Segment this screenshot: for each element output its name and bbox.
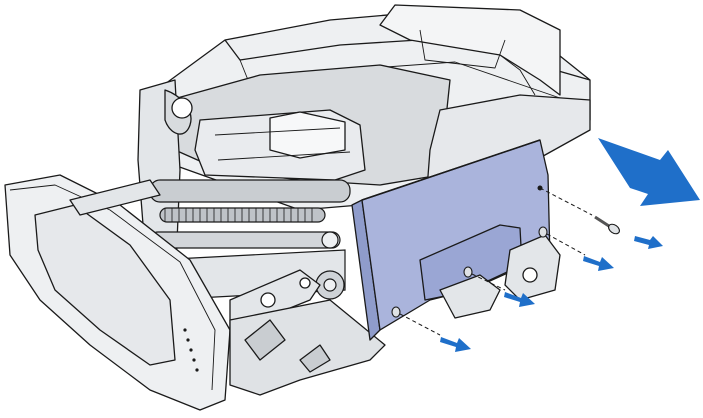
front-door [4,174,386,411]
door-arm-left [69,179,161,216]
transfer-roller [159,207,326,223]
screw-icon [538,226,548,238]
side-panel [351,139,561,341]
direction-arrow-icon [598,138,700,206]
screw-icon [594,215,620,235]
screw-icon [391,306,401,318]
removal-arrow-icon [504,292,535,307]
removal-arrow-icon [583,256,614,271]
lower-roller [149,231,341,249]
removal-guides [399,187,593,336]
removal-arrow-icon [440,337,471,352]
side-panel-recess [419,224,523,301]
screw-icon [463,266,473,278]
indicator-dots [183,328,199,372]
removal-arrow-icon [634,236,663,249]
lower-bracket [439,274,501,319]
removal-arrows [440,236,663,352]
rear-paper-tray [379,4,561,96]
screws [391,215,620,318]
upper-roller [149,179,351,203]
